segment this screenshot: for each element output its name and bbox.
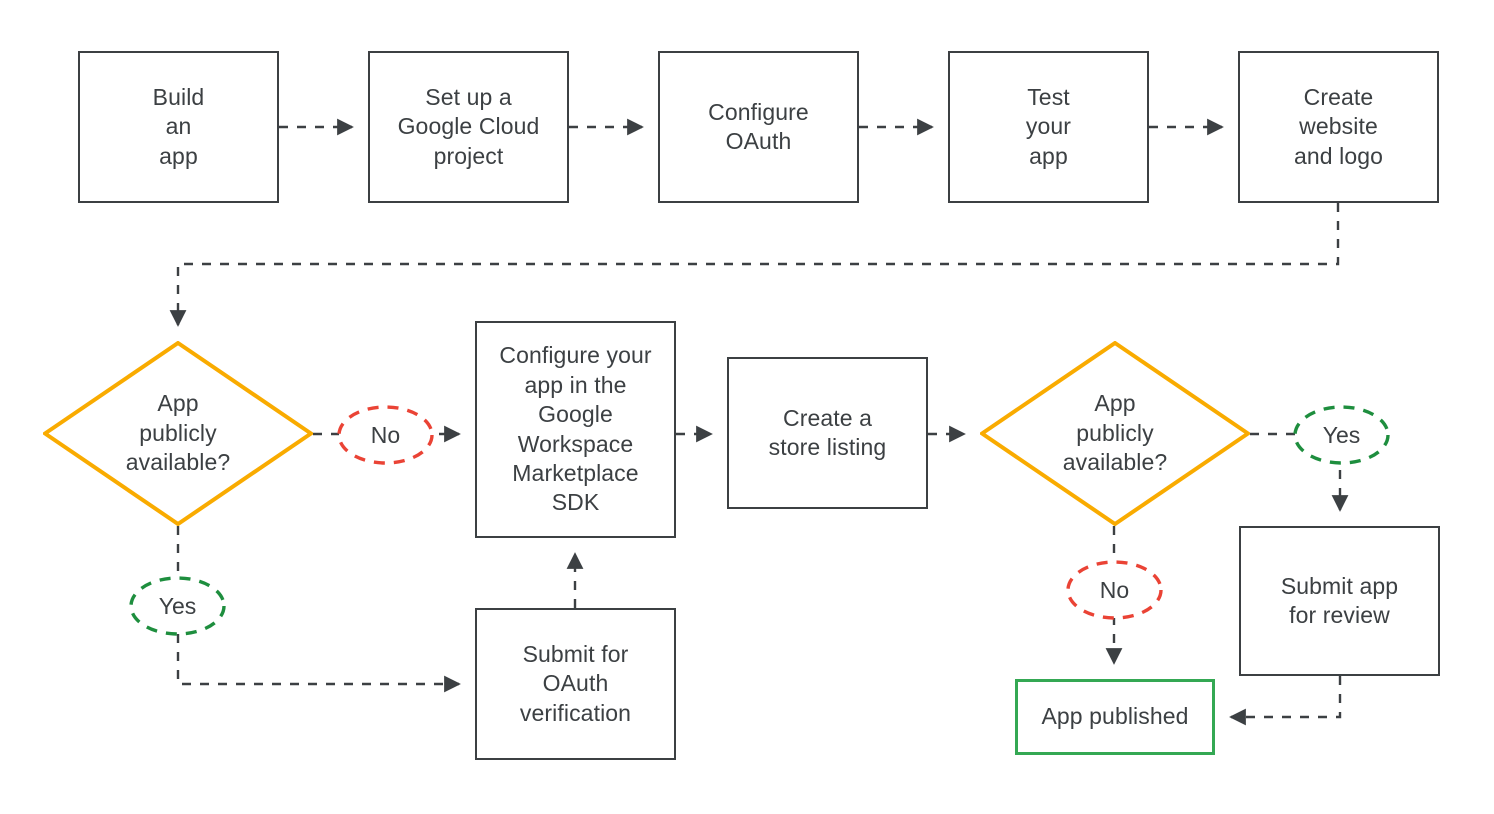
node-submit-app-for-review[interactable]: Submit app for review: [1239, 526, 1440, 676]
node-label: Test your app: [1025, 83, 1072, 169]
node-label: Configure OAuth: [708, 98, 809, 154]
node-label: Submit app for review: [1280, 572, 1399, 628]
edge-label-text: Yes: [1322, 421, 1361, 448]
node-configure-oauth[interactable]: Configure OAuth: [658, 51, 859, 203]
node-label: App publicly available?: [125, 390, 231, 476]
edge-label-yes-label-1: Yes: [128, 575, 227, 637]
node-label: App publicly available?: [1062, 390, 1168, 476]
edge-label-no-label-2: No: [1065, 559, 1164, 621]
node-app-publicly-available-1[interactable]: App publicly available?: [43, 341, 313, 526]
edge-edge-review-to-published: [1229, 676, 1342, 726]
node-label: Create a store listing: [768, 404, 887, 460]
node-submit-for-oauth-verification[interactable]: Submit for OAuth verification: [475, 608, 676, 760]
edge-edge-website-to-decision1: [169, 203, 1340, 327]
edge-label-text: No: [1099, 576, 1130, 603]
node-create-a-store-listing[interactable]: Create a store listing: [727, 357, 928, 509]
edge-label-yes-label-2: Yes: [1292, 404, 1391, 466]
node-create-website-and-logo[interactable]: Create website and logo: [1238, 51, 1439, 203]
node-test-your-app[interactable]: Test your app: [948, 51, 1149, 203]
node-label: Set up a Google Cloud project: [397, 83, 540, 169]
node-label: Build an app: [152, 83, 205, 169]
edge-label-text: No: [370, 421, 401, 448]
diamond-shape: [980, 341, 1250, 526]
edge-label-text: Yes: [158, 592, 197, 619]
node-label: App published: [1041, 703, 1189, 730]
node-build-an-app[interactable]: Build an app: [78, 51, 279, 203]
node-label: Submit for OAuth verification: [519, 640, 632, 726]
diamond-shape: [43, 341, 313, 526]
node-configure-app-in-marketplace-sdk[interactable]: Configure your app in the Google Workspa…: [475, 321, 676, 538]
edge-label-no-label-1: No: [336, 404, 435, 466]
node-label: Configure your app in the Google Workspa…: [499, 342, 652, 516]
node-app-published[interactable]: App published: [1015, 679, 1215, 755]
node-set-up-google-cloud-project[interactable]: Set up a Google Cloud project: [368, 51, 569, 203]
node-app-publicly-available-2[interactable]: App publicly available?: [980, 341, 1250, 526]
node-label: Create website and logo: [1293, 83, 1384, 169]
